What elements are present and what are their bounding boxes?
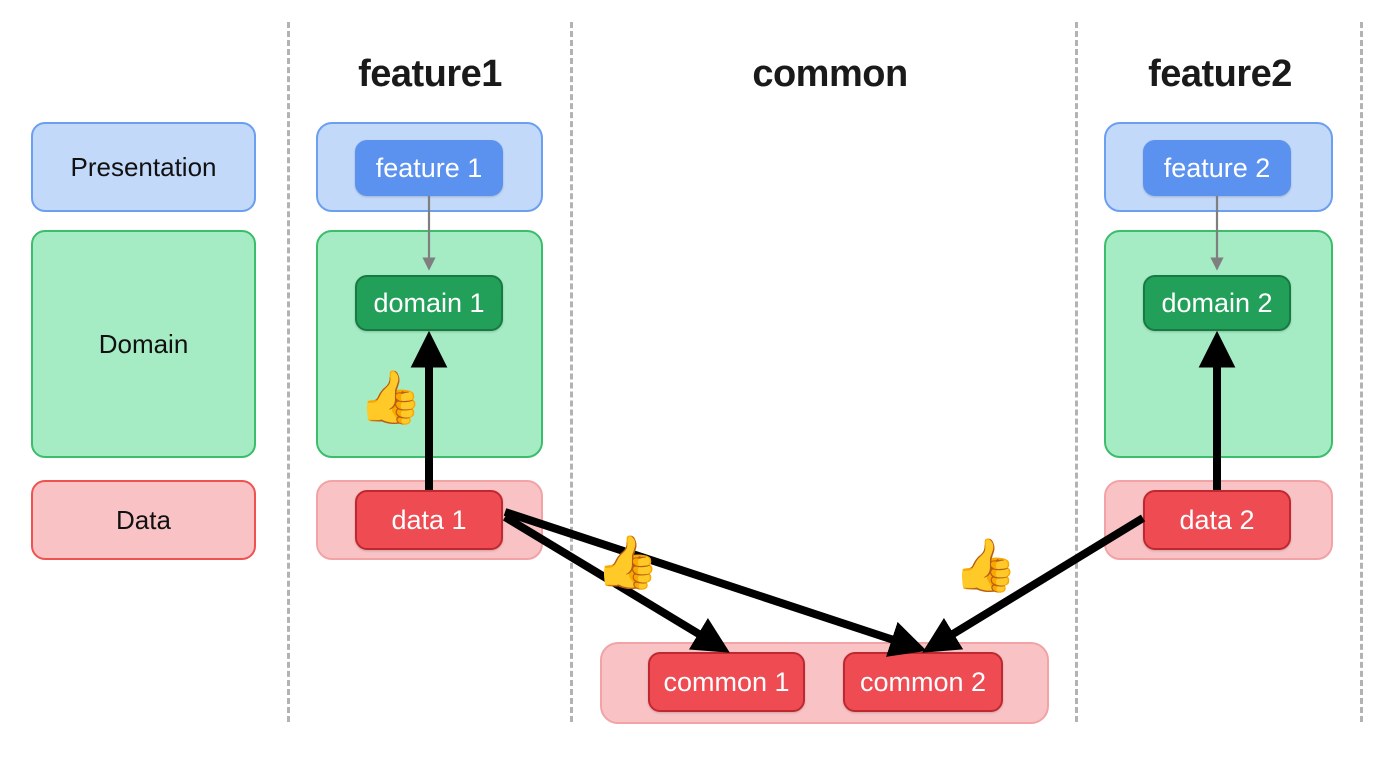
legend-data: Data [31, 480, 256, 560]
common-node-1[interactable]: common 1 [648, 652, 805, 712]
thumbs-up-icon-data1-to-common: 👍 [595, 534, 660, 592]
feature2-presentation-node[interactable]: feature 2 [1143, 140, 1291, 196]
feature2-domain-node[interactable]: domain 2 [1143, 275, 1291, 331]
column-divider-feature1-common [570, 22, 573, 722]
common-node-2[interactable]: common 2 [843, 652, 1003, 712]
column-title-feature2: feature2 [1148, 53, 1292, 95]
column-title-common: common [752, 53, 908, 95]
feature1-domain-layer [316, 230, 543, 458]
feature2-domain-layer [1104, 230, 1333, 458]
column-divider-right [1360, 22, 1363, 722]
feature1-presentation-node[interactable]: feature 1 [355, 140, 503, 196]
edge-data1-to-common2 [503, 508, 927, 657]
legend-domain: Domain [31, 230, 256, 458]
feature2-data-node[interactable]: data 2 [1143, 490, 1291, 550]
thumbs-up-icon-data2-to-common: 👍 [953, 537, 1018, 595]
thumbs-up-icon-feature1-domain: 👍 [358, 369, 423, 427]
column-divider-left [287, 22, 290, 722]
feature1-domain-node[interactable]: domain 1 [355, 275, 503, 331]
column-title-feature1: feature1 [358, 53, 502, 95]
legend-presentation: Presentation [31, 122, 256, 212]
column-divider-common-feature2 [1075, 22, 1078, 722]
feature1-data-node[interactable]: data 1 [355, 490, 503, 550]
